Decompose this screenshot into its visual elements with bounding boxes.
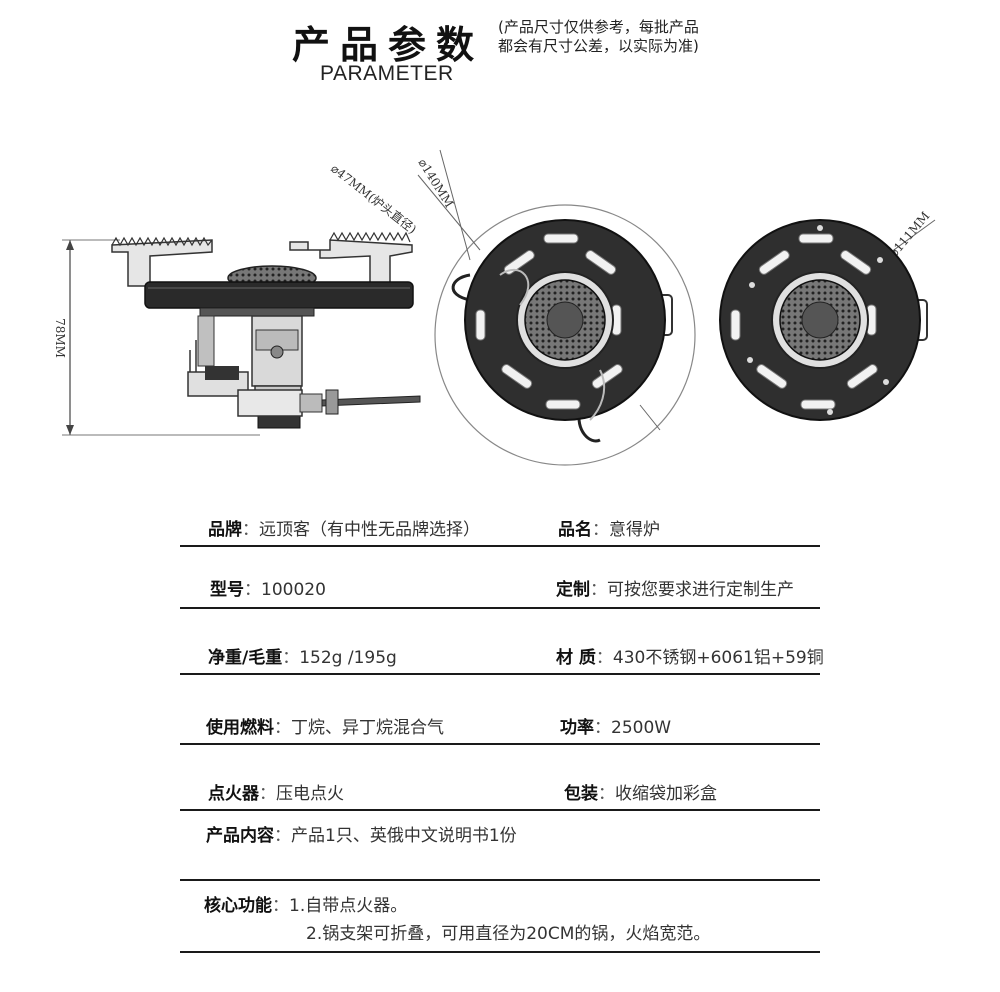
- power-field: 功率：2500W: [560, 713, 671, 738]
- power-label: 功率: [560, 718, 594, 738]
- spec-row-weight: 净重/毛重：152g /195g 材 质：430不锈钢+6061铝+59铜: [180, 609, 824, 675]
- model-value: 100020: [261, 580, 326, 600]
- colon: ：: [274, 826, 291, 846]
- name-field: 品名：意得炉: [558, 515, 660, 540]
- igniter-field: 点火器：压电点火: [208, 779, 344, 804]
- contents-value: 产品1只、英俄中文说明书1份: [291, 826, 517, 846]
- brand-value: 远顶客（有中性无品牌选择）: [259, 520, 480, 540]
- igniter-label: 点火器: [208, 784, 259, 804]
- colon: ：: [592, 520, 609, 540]
- page-title: 产品参数: [292, 23, 485, 67]
- spec-table: 品牌：远顶客（有中性无品牌选择） 品名：意得炉 型号：100020 定制：可按您…: [180, 505, 824, 953]
- spec-row-brand: 品牌：远顶客（有中性无品牌选择） 品名：意得炉: [180, 505, 820, 547]
- colon: ：: [272, 896, 289, 916]
- colon: ：: [259, 784, 276, 804]
- weight-field: 净重/毛重：152g /195g: [208, 643, 397, 668]
- custom-label: 定制: [556, 580, 590, 600]
- fuel-field: 使用燃料：丁烷、异丁烷混合气: [206, 713, 444, 738]
- size-note: (产品尺寸仅供参考，每批产品 都会有尺寸公差，以实际为准): [498, 18, 758, 56]
- size-note-line1: (产品尺寸仅供参考，每批产品: [498, 18, 699, 36]
- base-view: ⌀111MM: [719, 209, 936, 421]
- header: 产品参数 PARAMETER (产品尺寸仅供参考，每批产品 都会有尺寸公差，以实…: [0, 0, 1000, 100]
- weight-value: 152g /195g: [299, 648, 397, 668]
- material-label: 材 质: [556, 648, 596, 668]
- features-label: 核心功能: [204, 896, 272, 916]
- features-field: 核心功能：1.自带点火器。: [204, 891, 407, 916]
- material-field: 材 质：430不锈钢+6061铝+59铜: [556, 643, 824, 668]
- colon: ：: [590, 580, 607, 600]
- outer-diameter-dimension: ⌀140MM: [415, 156, 456, 210]
- colon: ：: [242, 520, 259, 540]
- page-subtitle: PARAMETER: [320, 62, 454, 85]
- custom-field: 定制：可按您要求进行定制生产: [556, 575, 794, 600]
- features-line1: 1.自带点火器。: [289, 896, 408, 916]
- package-label: 包装: [564, 784, 598, 804]
- head-diameter-dimension: ⌀47MM(炉头直径): [328, 161, 419, 236]
- colon: ：: [244, 580, 261, 600]
- spec-row-features: 核心功能：1.自带点火器。 2.锅支架可折叠，可用直径为20CM的锅，火焰宽范。: [180, 881, 820, 953]
- spec-row-contents: 产品内容：产品1只、英俄中文说明书1份: [180, 811, 820, 881]
- spec-row-fuel: 使用燃料：丁烷、异丁烷混合气 功率：2500W: [180, 675, 820, 745]
- side-view: 78MM: [53, 231, 421, 436]
- material-value: 430不锈钢+6061铝+59铜: [612, 648, 824, 668]
- name-value: 意得炉: [609, 520, 660, 540]
- size-note-line2: 都会有尺寸公差，以实际为准): [498, 37, 699, 55]
- power-value: 2500W: [611, 718, 672, 738]
- name-label: 品名: [558, 520, 592, 540]
- package-value: 收缩袋加彩盒: [615, 784, 717, 804]
- model-label: 型号: [210, 580, 244, 600]
- features-line2: 2.锅支架可折叠，可用直径为20CM的锅，火焰宽范。: [306, 924, 711, 944]
- package-field: 包装：收缩袋加彩盒: [564, 779, 717, 804]
- fuel-value: 丁烷、异丁烷混合气: [291, 718, 444, 738]
- colon: ：: [594, 718, 611, 738]
- igniter-value: 压电点火: [276, 784, 344, 804]
- brand-field: 品牌：远顶客（有中性无品牌选择）: [208, 515, 480, 540]
- colon: ：: [274, 718, 291, 738]
- colon: ：: [595, 648, 613, 668]
- contents-label: 产品内容: [206, 826, 274, 846]
- colon: ：: [282, 648, 300, 668]
- height-dimension: 78MM: [53, 318, 67, 358]
- model-field: 型号：100020: [210, 575, 326, 600]
- fuel-label: 使用燃料: [206, 718, 274, 738]
- weight-label: 净重/毛重: [208, 648, 283, 668]
- features-line2-wrap: 2.锅支架可折叠，可用直径为20CM的锅，火焰宽范。: [306, 919, 710, 944]
- technical-drawing: 78MM ⌀47MM(炉头直径): [53, 149, 936, 466]
- spec-row-model: 型号：100020 定制：可按您要求进行定制生产: [180, 547, 820, 609]
- brand-label: 品牌: [208, 520, 242, 540]
- colon: ：: [598, 784, 615, 804]
- contents-field: 产品内容：产品1只、英俄中文说明书1份: [206, 821, 517, 846]
- spec-row-igniter: 点火器：压电点火 包装：收缩袋加彩盒: [180, 745, 820, 811]
- custom-value: 可按您要求进行定制生产: [607, 580, 794, 600]
